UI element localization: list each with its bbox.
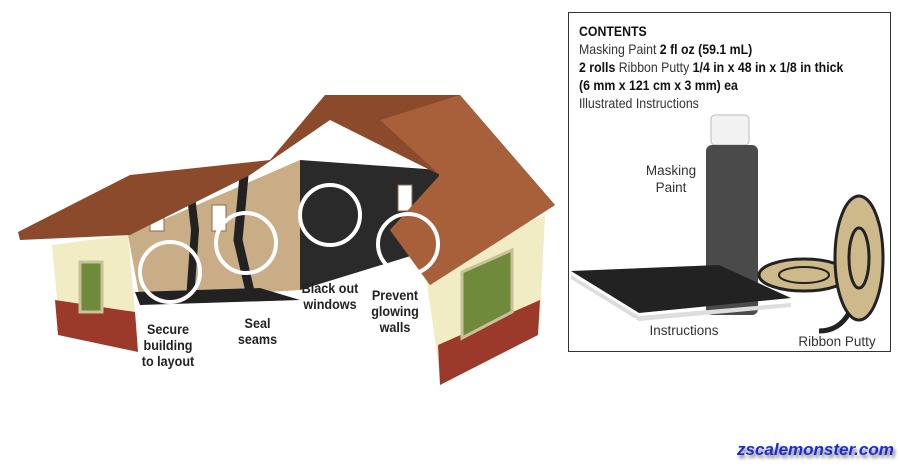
highlight-circle bbox=[298, 183, 362, 247]
booklet-page bbox=[571, 275, 791, 321]
label-secure: Secure building to layout bbox=[136, 321, 201, 369]
label-line: Black out bbox=[301, 280, 359, 296]
label-line: Prevent bbox=[371, 287, 419, 303]
label-line: seams bbox=[237, 331, 278, 347]
label-line: windows bbox=[303, 296, 357, 312]
watermark: zscalemonster.com bbox=[737, 440, 894, 459]
label-line: building bbox=[143, 337, 193, 353]
highlight-circle bbox=[214, 211, 278, 275]
label-seal: Seal seams bbox=[228, 315, 287, 347]
contents-qty: 2 rolls bbox=[579, 59, 616, 75]
left-brick bbox=[55, 300, 138, 352]
label-line: Seal bbox=[244, 315, 271, 331]
label-line: glowing bbox=[371, 303, 419, 319]
contents-qty: 2 fl oz (59.1 mL) bbox=[659, 41, 753, 57]
label-blackout: Black out windows bbox=[296, 280, 364, 312]
putty-roll bbox=[847, 226, 871, 290]
label-line: Paint bbox=[655, 180, 687, 195]
instructions-booklet bbox=[571, 265, 791, 313]
label-ribbon-putty: Ribbon Putty bbox=[798, 334, 876, 349]
label-line: Secure bbox=[146, 321, 190, 337]
label-line: walls bbox=[379, 319, 411, 335]
label-line: Masking bbox=[645, 163, 697, 178]
contents-qty: 1/4 in x 48 in x 1/8 in thick bbox=[692, 59, 844, 75]
contents-item: Masking Paint bbox=[579, 41, 660, 57]
left-window bbox=[78, 260, 104, 314]
interior-window bbox=[397, 184, 413, 212]
label-prevent: Prevent glowing walls bbox=[364, 287, 427, 335]
seam-putty bbox=[233, 164, 257, 302]
contents-text: CONTENTS Masking Paint 2 fl oz (59.1 mL)… bbox=[579, 22, 843, 112]
contents-heading: CONTENTS bbox=[579, 23, 647, 39]
label-line: to layout bbox=[141, 353, 195, 369]
bottle-cap bbox=[710, 114, 750, 146]
right-window bbox=[460, 247, 514, 341]
label-masking-paint: Masking Paint bbox=[641, 162, 701, 196]
product-images bbox=[571, 114, 885, 334]
highlight-circle bbox=[138, 240, 202, 304]
contents-item: Illustrated Instructions bbox=[579, 95, 699, 111]
putty-roll bbox=[833, 194, 885, 322]
putty-roll bbox=[778, 266, 830, 284]
highlight-circle bbox=[376, 212, 440, 276]
contents-qty: (6 mm x 121 cm x 3 mm) ea bbox=[579, 77, 738, 93]
contents-panel: CONTENTS Masking Paint 2 fl oz (59.1 mL)… bbox=[568, 12, 891, 352]
right-brick bbox=[438, 300, 540, 385]
putty-strip bbox=[818, 311, 852, 334]
contents-item: Ribbon Putty bbox=[615, 59, 693, 75]
roof-shade bbox=[380, 95, 555, 285]
label-instructions: Instructions bbox=[649, 323, 719, 338]
